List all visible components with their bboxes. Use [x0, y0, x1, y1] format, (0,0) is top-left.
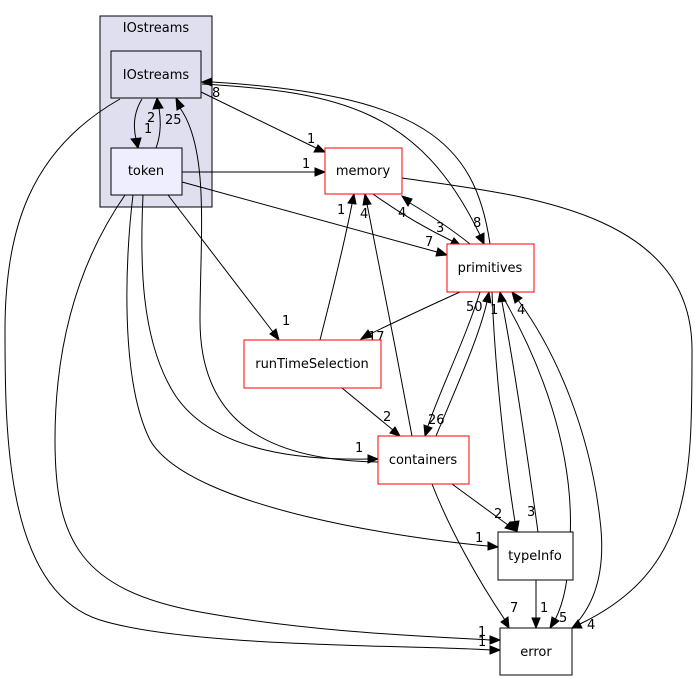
- node-typeinfo[interactable]: typeInfo: [497, 531, 574, 581]
- edge-runtimeselection-containers[interactable]: 2: [341, 387, 402, 437]
- edge-containers-typeinfo[interactable]: 2: [451, 483, 518, 532]
- edge-iostreams-memory[interactable]: 1: [200, 91, 327, 153]
- edge-label-token-runtimeselection: 1: [282, 314, 290, 329]
- edge-label-token-memory: 1: [302, 157, 310, 172]
- edge-containers-iostreams[interactable]: [175, 96, 379, 463]
- edge-token-typeinfo[interactable]: 1: [126, 194, 500, 551]
- edge-label-containers-memory: 4: [360, 207, 368, 222]
- cluster-label: IOstreams: [123, 21, 190, 36]
- edge-label-typeinfo-error: 1: [540, 601, 548, 616]
- edge-token-memory[interactable]: 1: [182, 157, 327, 177]
- edge-token-runtimeselection[interactable]: 1: [167, 194, 290, 342]
- edge-label-primitives-typeinfo: 1: [490, 303, 498, 318]
- edge-label-containers-error: 7: [510, 601, 518, 616]
- edge-label-token-primitives: 7: [425, 235, 433, 250]
- edge-label-token-primitives-extra: 8: [473, 216, 481, 231]
- edge-label-iostreams-memory: 1: [307, 132, 315, 147]
- node-runtimeselection[interactable]: runTimeSelection: [243, 339, 382, 389]
- edge-label-token-typeinfo: 1: [475, 531, 483, 546]
- edge-label-token-error: 1: [478, 625, 486, 640]
- edge-label-runtimeselection-containers: 2: [383, 410, 391, 425]
- node-label-iostreams: IOstreams: [123, 68, 190, 83]
- edge-typeinfo-primitives[interactable]: 3: [497, 290, 539, 533]
- edge-label-token-iostreams-b: 2: [147, 111, 155, 126]
- edge-label-iostreams-error: 1: [478, 635, 486, 650]
- node-containers[interactable]: containers: [377, 435, 470, 485]
- edge-runtimeselection-memory[interactable]: 1: [319, 192, 357, 341]
- edge-label-token-containers: 1: [355, 441, 363, 456]
- edge-iostreams-token[interactable]: 1 2: [130, 98, 155, 150]
- node-label-error: error: [520, 645, 552, 660]
- edge-containers-primitives[interactable]: 50: [435, 290, 492, 437]
- node-primitives[interactable]: primitives: [446, 243, 535, 293]
- edge-label-containers-typeinfo: 2: [494, 507, 502, 522]
- edge-label-primitives-iostreams: 8: [212, 86, 220, 101]
- edge-token-primitives[interactable]: 7: [181, 181, 449, 257]
- edge-label-memory-error: 4: [587, 618, 595, 633]
- edge-containers-error[interactable]: 7: [431, 483, 518, 630]
- edge-typeinfo-error[interactable]: 1: [531, 580, 548, 630]
- edge-primitives-typeinfo[interactable]: 1: [490, 291, 520, 534]
- edge-label-memory-primitives: 4: [398, 206, 406, 221]
- edge-label-primitives-error: 5: [559, 611, 567, 626]
- edge-token-error[interactable]: 1: [54, 194, 502, 645]
- nodes: IOstreams token memory primitives runTim…: [110, 50, 574, 676]
- node-label-memory: memory: [336, 164, 391, 179]
- node-token[interactable]: token: [110, 147, 183, 196]
- edge-label-containers-primitives: 50: [466, 300, 483, 315]
- edge-label-error-primitives: 4: [517, 303, 525, 318]
- edge-label-runtimeselection-memory: 1: [337, 203, 345, 218]
- edge-containers-memory[interactable]: 4: [360, 192, 413, 437]
- node-label-token: token: [128, 164, 164, 179]
- node-memory[interactable]: memory: [324, 147, 403, 195]
- node-iostreams[interactable]: IOstreams: [110, 50, 202, 99]
- edge-iostreams-primitives[interactable]: 8: [201, 83, 485, 246]
- edge-primitives-memory[interactable]: 3: [400, 195, 471, 245]
- edge-iostreams-error[interactable]: 1: [4, 98, 502, 655]
- edge-label-primitives-memory: 3: [436, 221, 444, 236]
- edge-primitives-runtimeselection[interactable]: 17: [359, 291, 461, 345]
- edge-token-containers[interactable]: 1: [141, 194, 380, 464]
- edge-label-token-iostreams: 25: [165, 113, 182, 128]
- edge-token-iostreams[interactable]: 25: [152, 96, 182, 149]
- edge-label-typeinfo-primitives: 3: [527, 505, 535, 520]
- node-error[interactable]: error: [499, 627, 573, 676]
- node-label-containers: containers: [389, 453, 458, 468]
- edge-error-primitives[interactable]: 4: [511, 290, 603, 629]
- node-label-primitives: primitives: [458, 261, 523, 276]
- edge-primitives-error[interactable]: 5: [499, 291, 571, 630]
- node-label-runtimeselection: runTimeSelection: [255, 357, 369, 372]
- edge-label-iostreams-token: 1: [144, 122, 152, 137]
- edges: 1 2 25 8 8 1 1: [4, 77, 693, 655]
- node-label-typeinfo: typeInfo: [508, 549, 562, 564]
